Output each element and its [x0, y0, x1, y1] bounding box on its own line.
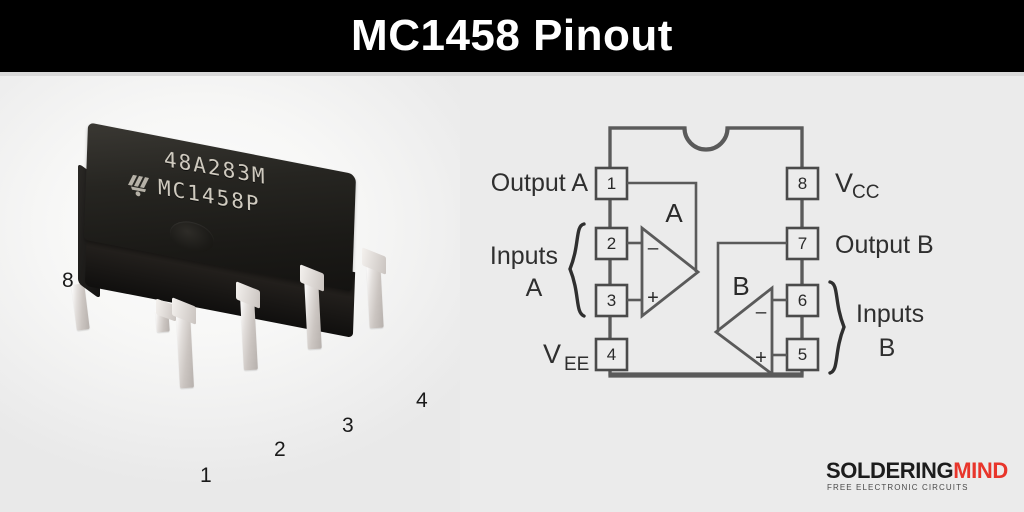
opamp-a-minus: –	[648, 238, 659, 259]
photo-pin-label-3: 3	[342, 414, 354, 437]
opamp-a-label: A	[665, 198, 683, 228]
photo-pin-label-2: 2	[274, 438, 286, 461]
opamp-b-plus: +	[755, 347, 767, 369]
label-inputs-b: Inputs	[856, 300, 924, 328]
label-output-a: Output A	[491, 169, 589, 197]
pin-box-7: 7	[785, 226, 820, 261]
pin-box-8-number: 8	[798, 174, 807, 193]
pin-box-8: 8	[785, 166, 820, 201]
label-vcc: V	[835, 168, 853, 198]
photo-pin-label-8: 8	[62, 269, 74, 292]
opamp-a-plus: +	[647, 287, 659, 309]
opamp-b-label: B	[732, 271, 749, 301]
photo-pin-label-1: 1	[200, 464, 212, 487]
pin-box-3-number: 3	[607, 291, 616, 310]
ic-photo: 48A283M MC1458P	[60, 122, 420, 446]
right-curly-brace-icon	[828, 280, 846, 375]
opamp-a: A – +	[627, 181, 701, 319]
label-output-b: Output B	[835, 231, 934, 259]
pinout-diagram-panel: 1 2 3 4 8	[460, 76, 1024, 512]
content-area: 48A283M MC1458P 8 1 2 3 4	[0, 76, 1024, 512]
left-curly-brace-icon	[568, 222, 586, 318]
chip-photo-panel: 48A283M MC1458P 8 1 2 3 4	[0, 76, 460, 512]
pin-box-4-number: 4	[607, 345, 616, 364]
texas-instruments-logo	[124, 170, 154, 200]
pin-box-1-number: 1	[607, 174, 616, 193]
site-logo[interactable]: SOLDERINGMIND FREE ELECTRONIC CIRCUITS	[826, 458, 1008, 498]
label-inputs-a: Inputs	[490, 242, 558, 270]
pin-box-2-number: 2	[607, 234, 616, 253]
pin-box-6: 6	[785, 283, 820, 318]
opamp-b: B – +	[713, 241, 787, 377]
label-vee-subscript: EE	[564, 354, 589, 375]
opamp-b-minus: –	[756, 302, 767, 323]
ic-package-body	[608, 126, 804, 376]
header-banner: MC1458 Pinout	[0, 0, 1024, 72]
pin-lead-8	[71, 283, 90, 331]
label-inputs-a-sub: A	[526, 274, 543, 302]
pin-box-1: 1	[594, 166, 629, 201]
pin-box-6-number: 6	[798, 291, 807, 310]
pin-lead-4	[366, 263, 384, 329]
pin-box-2: 2	[594, 226, 629, 261]
pin-box-4: 4	[594, 337, 629, 372]
photo-pin-label-4: 4	[416, 389, 428, 412]
pin-box-5-number: 5	[798, 345, 807, 364]
logo-part-mind: MIND	[953, 458, 1008, 483]
pinout-diagram-svg: 1 2 3 4 8	[490, 126, 934, 378]
logo-tagline: FREE ELECTRONIC CIRCUITS	[827, 483, 969, 492]
label-vee: V	[543, 339, 561, 369]
header-divider	[0, 72, 1024, 76]
logo-part-soldering: SOLDERING	[826, 458, 954, 483]
pin-box-3: 3	[594, 283, 629, 318]
label-inputs-b-sub: B	[879, 334, 896, 362]
logo-wordmark: SOLDERINGMIND	[826, 458, 1008, 484]
pin-box-7-number: 7	[798, 234, 807, 253]
label-vcc-subscript: CC	[852, 182, 879, 203]
pin-box-5: 5	[785, 337, 820, 372]
page-title: MC1458 Pinout	[351, 11, 673, 60]
